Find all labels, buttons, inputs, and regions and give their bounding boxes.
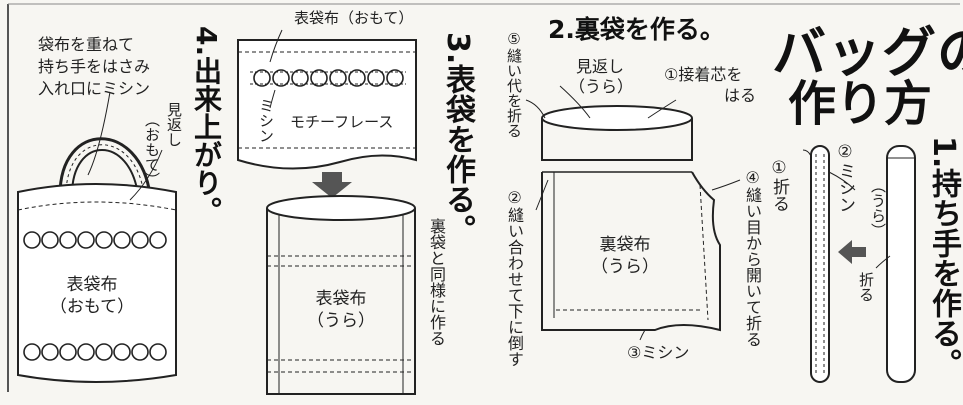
step2-facing-label: 見返し (575, 57, 624, 76)
step3-heading: 3.表袋を作る。 (440, 32, 475, 245)
step2-sew-together: ②縫い合わせて下に倒す (505, 188, 524, 367)
main-title-line1: バッグの (772, 21, 963, 84)
step3-outer-side: （うら） (307, 311, 375, 331)
main-title-line2: 作り方 (788, 76, 933, 132)
step1-heading-number: 1. (926, 136, 961, 169)
step2-lining-side: （うら） (591, 257, 659, 277)
step3-outer-fabric: 表袋布 (315, 289, 367, 309)
step2-facing-side: （うら） (568, 77, 633, 96)
step2-heading: 2.裏袋を作る。 (548, 15, 725, 44)
left-arrow (838, 240, 866, 264)
step2-interfacing-label-2: はる (724, 86, 757, 105)
step1-heading: 持ち手を作る。 (926, 168, 961, 378)
step3-same-as-lining: 裏袋と同様に作る (427, 218, 446, 346)
step4-note-line3: 入れ口にミシン (38, 79, 151, 98)
outer-bag-shape (266, 195, 416, 395)
outer-fabric-panel (237, 29, 417, 170)
step3-machine-label: ミシン (257, 98, 275, 143)
finished-bag (17, 91, 177, 383)
step2-sewing3: ③ミシン (627, 343, 690, 362)
step4-note-line2: 持ち手をはさみ (38, 57, 151, 76)
step2-lining-label: 裏袋布 (599, 235, 651, 255)
step4-outer-side: （おもて） (49, 297, 135, 317)
step4-heading: 4.出来上がり。 (190, 26, 223, 225)
step3-motif-lace: モチーフレース (290, 113, 394, 131)
step3-outer-fabric-top: 表袋布（おもて） (294, 9, 414, 27)
step4-facing-label: 見返し (165, 102, 183, 147)
step1-sewing-label: ②ミシン (835, 142, 855, 213)
down-arrow (312, 172, 352, 198)
step1-inside-label: （うら） (869, 178, 887, 238)
step1-fold-label-2: 折る (857, 272, 875, 302)
step2-interfacing-label: ①接着芯を (664, 65, 743, 84)
step4-facing-side: （おもて） (143, 112, 161, 187)
step2-fold-allowance: ⑤縫い代を折る (505, 30, 523, 138)
step1-fold-label: ①折る (769, 158, 789, 212)
step4-outer-fabric: 表袋布 (66, 275, 118, 295)
step2-open-seam: ④縫い目から開いて折る (743, 168, 762, 347)
step4-note-line1: 袋布を重ねて (38, 35, 135, 54)
lining-bag-shape (525, 85, 741, 341)
handle-strips (802, 145, 916, 383)
